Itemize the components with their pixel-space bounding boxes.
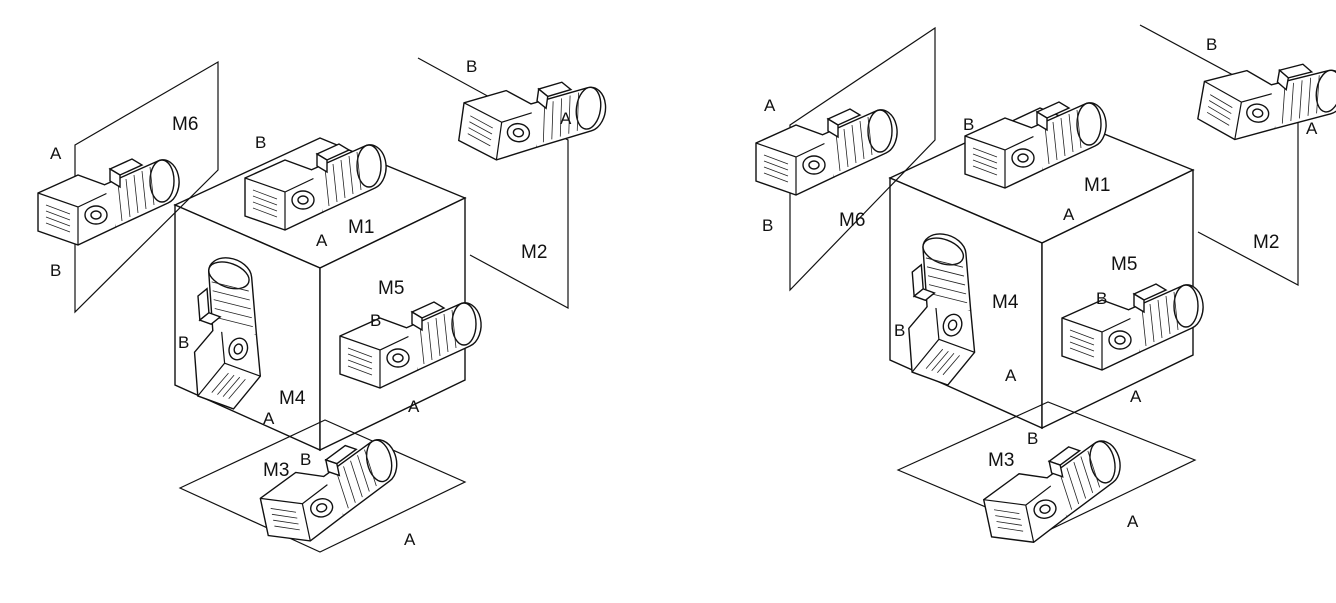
right-mounting-diagram: M1 B A M2 B A M3 B A M4 B A M5 B A M6 A … (755, 24, 1336, 552)
left-m6-gearmotor-icon (37, 158, 180, 246)
left-m3-gearmotor-icon (252, 435, 410, 550)
left-m2-gearmotor-icon (456, 68, 610, 175)
right-m2-label: M2 (1253, 232, 1279, 253)
right-m1-label: M1 (1084, 175, 1110, 196)
right-m1-a-label: A (1063, 205, 1075, 224)
left-m1-label: M1 (348, 217, 374, 238)
left-m2-label: M2 (521, 242, 547, 263)
right-m6-label: M6 (839, 210, 865, 231)
left-m4-a-label: A (263, 409, 275, 428)
right-m5-b-label: B (1096, 289, 1107, 308)
left-m1-a-label: A (316, 231, 328, 250)
left-m3-a-label: A (404, 530, 416, 549)
right-m3-label: M3 (988, 450, 1014, 471)
left-m1-b-label: B (255, 133, 266, 152)
left-m4-label: M4 (279, 388, 306, 409)
right-m5-label: M5 (1111, 254, 1137, 275)
left-m6-b-label: B (50, 261, 61, 280)
left-m2-a-label: A (560, 109, 572, 128)
left-m3-label: M3 (263, 460, 289, 481)
left-m6-a-label: A (50, 144, 62, 163)
left-m5-b-label: B (370, 311, 381, 330)
right-m4-label: M4 (992, 292, 1019, 313)
left-m4-b-label: B (178, 333, 189, 352)
left-m3-b-label: B (300, 450, 311, 469)
right-m3-a-label: A (1127, 512, 1139, 531)
left-mounting-diagram: M1 B A M2 B A M3 B A M4 B A M5 B A M6 A … (37, 57, 610, 553)
right-m2-a-label: A (1306, 119, 1318, 138)
right-m2-gearmotor-icon (1194, 47, 1336, 158)
right-m5-a-label: A (1130, 387, 1142, 406)
left-m6-label: M6 (172, 114, 198, 135)
right-m4-b-label: B (894, 321, 905, 340)
right-m6-b-label: B (762, 216, 773, 235)
right-m3-b-label: B (1027, 429, 1038, 448)
left-m5-label: M5 (378, 278, 404, 299)
right-m6-gearmotor-icon (755, 108, 898, 196)
right-m2-b-label: B (1206, 35, 1217, 54)
right-m6-a-label: A (764, 96, 776, 115)
right-m4-a-label: A (1005, 366, 1017, 385)
right-m1-b-label: B (963, 115, 974, 134)
left-m2-b-label: B (466, 57, 477, 76)
left-m5-a-label: A (408, 397, 420, 416)
